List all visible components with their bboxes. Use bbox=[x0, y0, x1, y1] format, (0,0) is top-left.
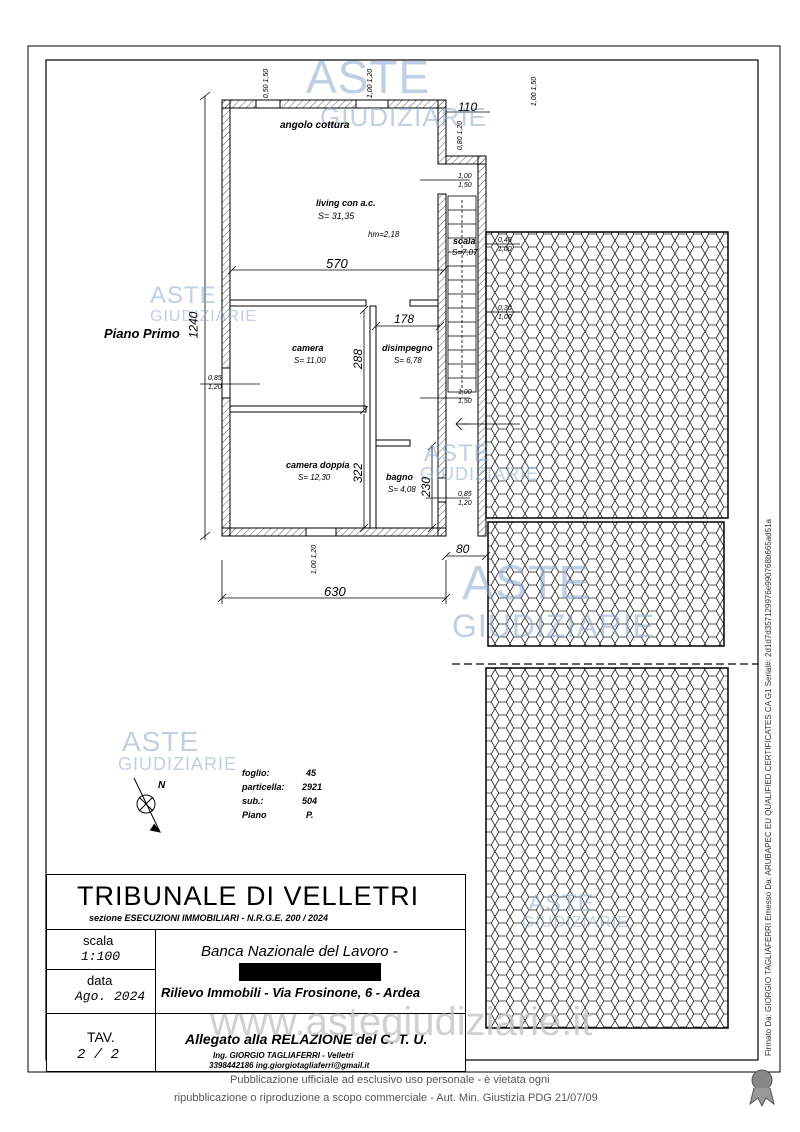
room-scala-area: S=7,07 bbox=[452, 248, 478, 257]
watermark-middle-sub: GIUDIZIARIE bbox=[452, 608, 656, 644]
room-camera: camera bbox=[292, 343, 324, 353]
dim-1240: 1240 bbox=[186, 311, 201, 339]
opening-4: 1,00 1,50 bbox=[531, 76, 539, 107]
dimension-lines bbox=[199, 91, 520, 604]
dim-80: 80 bbox=[456, 542, 470, 556]
cadastral-data: foglio: 45 particella: 2921 sub.: 504 Piano… bbox=[242, 766, 332, 822]
dim-288: 288 bbox=[351, 348, 366, 370]
watermark-terrace-sub: GIUDIZIARIE bbox=[522, 914, 630, 931]
footer-line-1: Pubblicazione ufficiale ad esclusivo uso… bbox=[230, 1074, 550, 1086]
watermark-site: www.astegiudiziarie.it bbox=[210, 1000, 593, 1044]
watermark-bottom-left: ASTE bbox=[122, 726, 200, 757]
sub-label: sub.: bbox=[242, 796, 264, 806]
room-living-height: hm=2,18 bbox=[368, 230, 400, 239]
digital-signature: Firmato Da: GIORGIO TAGLIAFERRI Emesso D… bbox=[764, 519, 773, 1056]
title-block: TRIBUNALE DI VELLETRI sezione ESECUZIONI… bbox=[46, 874, 466, 1072]
watermark-bottom-left-sub: GIUDIZIARIE bbox=[118, 754, 238, 774]
seal-icon bbox=[749, 1069, 775, 1108]
room-camera-doppia-area: S= 12,30 bbox=[298, 473, 331, 482]
dim-178: 178 bbox=[394, 312, 415, 326]
room-living-area: S= 31,35 bbox=[318, 211, 355, 221]
tav-label: TAV. bbox=[87, 1029, 115, 1045]
data-value: Ago. 2024 bbox=[75, 989, 146, 1004]
redacted-name bbox=[239, 963, 381, 981]
dim-110: 110 bbox=[458, 100, 478, 114]
tav-value: 2 / 2 bbox=[77, 1047, 120, 1063]
opening-3: 0,80 1,20 bbox=[457, 120, 465, 151]
room-living: living con a.c. bbox=[316, 198, 376, 208]
watermark-left: ASTE bbox=[150, 282, 217, 309]
watermark-top: ASTE bbox=[306, 51, 431, 103]
watermark-top-sub: GIUDIZIARIE bbox=[320, 102, 488, 132]
dim-322: 322 bbox=[351, 462, 366, 484]
section-line: sezione ESECUZIONI IMMOBILIARI - N.R.G.E… bbox=[89, 913, 329, 923]
foglio-value: 45 bbox=[306, 768, 317, 778]
watermark-center: ASTE bbox=[424, 440, 491, 467]
foglio-label: foglio: bbox=[242, 768, 270, 778]
dim-630: 630 bbox=[324, 584, 346, 599]
particella-label: particella: bbox=[242, 782, 285, 792]
outer-frame bbox=[27, 45, 781, 1073]
piano-value: P. bbox=[306, 810, 314, 820]
scala-label: scala bbox=[83, 933, 114, 948]
north-label: N bbox=[158, 780, 166, 791]
sub-value: 504 bbox=[302, 796, 318, 806]
walls bbox=[221, 99, 487, 537]
room-camera-area: S= 11,00 bbox=[294, 356, 326, 365]
terrace-lower bbox=[485, 667, 729, 1029]
scala-value: 1:100 bbox=[81, 949, 121, 964]
opening-1: 0,50 1,50 bbox=[263, 68, 271, 99]
room-scala: scala bbox=[453, 236, 476, 246]
terrace-middle bbox=[487, 521, 725, 647]
terrace-upper bbox=[485, 231, 729, 519]
footer-line-2: ripubblicazione o riproduzione a scopo c… bbox=[174, 1092, 598, 1104]
rilievo-line: Rilievo Immobili - Via Frosinone, 6 - Ar… bbox=[161, 985, 421, 1000]
opening-11: 1,00 1,20 bbox=[311, 544, 319, 575]
piano-label: Piano bbox=[242, 810, 267, 820]
particella-value: 2921 bbox=[302, 782, 323, 792]
engineer-line: Ing. GIORGIO TAGLIAFERRI - Velletri bbox=[213, 1051, 354, 1060]
room-bagno-area: S= 4,08 bbox=[388, 485, 416, 494]
watermark-terrace: ASTE bbox=[528, 890, 595, 917]
room-bagno: bagno bbox=[386, 472, 413, 482]
court-title: TRIBUNALE DI VELLETRI bbox=[77, 881, 420, 911]
watermark-middle: ASTE bbox=[462, 557, 592, 610]
dim-230: 230 bbox=[419, 476, 434, 498]
watermark-left-sub: GIUDIZIARIE bbox=[150, 308, 258, 325]
dim-570: 570 bbox=[326, 256, 348, 271]
room-disimpegno-area: S= 6,78 bbox=[394, 356, 422, 365]
room-angolo-cottura: angolo cottura bbox=[280, 120, 350, 131]
party-name: Banca Nazionale del Lavoro - bbox=[201, 943, 398, 960]
room-disimpegno: disimpegno bbox=[382, 343, 433, 353]
watermark-center-sub: GIUDIZIARIE bbox=[420, 464, 540, 484]
north-arrow bbox=[133, 777, 162, 833]
floor-label: Piano Primo bbox=[104, 326, 180, 341]
contact-line: 3398442186 ing.giorgiotagliaferri@gmail.… bbox=[209, 1061, 370, 1070]
allegato-line: Allegato alla RELAZIONE del C. T. U. bbox=[185, 1031, 428, 1047]
data-label: data bbox=[87, 973, 113, 988]
room-camera-doppia: camera doppia bbox=[286, 460, 350, 470]
opening-2: 1,00 1,20 bbox=[367, 68, 375, 99]
